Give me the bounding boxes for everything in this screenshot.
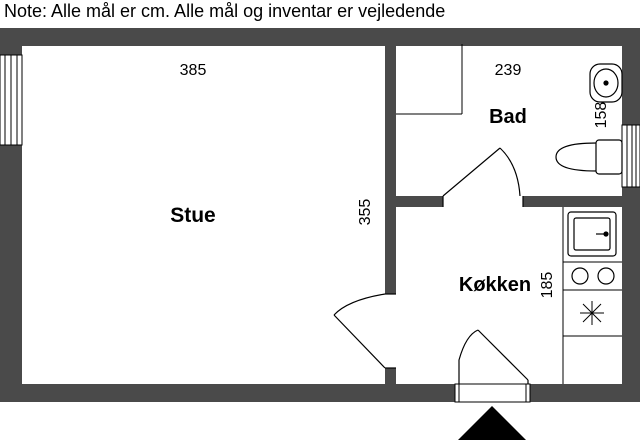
- sink-icon: [567, 211, 617, 257]
- wall-right: [622, 28, 640, 402]
- bath-cabinet: [396, 44, 463, 115]
- plan-note: Note: Alle mål er cm. Alle mål og invent…: [4, 1, 446, 21]
- wall-bottom-left: [0, 384, 455, 402]
- kitchen-counter: [562, 207, 622, 384]
- outer-walls: [0, 28, 640, 402]
- door-swing-icon: [442, 147, 524, 207]
- wall-stue-right-lower: [385, 368, 396, 386]
- wall-bad-bottom-right: [523, 196, 623, 207]
- window-icon: [621, 124, 640, 188]
- dimension-bad-width: 239: [495, 62, 522, 79]
- sink-icon: [589, 63, 623, 103]
- stove-icon: [571, 267, 615, 285]
- wall-bottom-right: [530, 384, 640, 402]
- wall-top: [0, 28, 640, 46]
- window-icon: [0, 54, 23, 146]
- entrance-arrow-icon: [458, 406, 526, 440]
- fridge-icon: [580, 301, 604, 325]
- door-swing-icon: [458, 329, 529, 384]
- room-label-bad: Bad: [489, 106, 527, 128]
- wall-bad-bottom-left: [385, 196, 443, 207]
- dimension-kokken-height: 185: [539, 272, 556, 299]
- room-label-stue: Stue: [170, 204, 216, 227]
- room-label-kokken: Køkken: [459, 274, 531, 296]
- dimension-stue-width: 385: [180, 62, 207, 79]
- entrance-door: [454, 383, 531, 403]
- interior-walls: [385, 44, 623, 386]
- door-swing-icon: [333, 293, 396, 369]
- toilet-icon: [555, 139, 623, 175]
- dimension-stue-height: 355: [357, 199, 374, 226]
- wall-stue-right-upper: [385, 44, 396, 294]
- dimension-bad-height: 158: [593, 102, 610, 129]
